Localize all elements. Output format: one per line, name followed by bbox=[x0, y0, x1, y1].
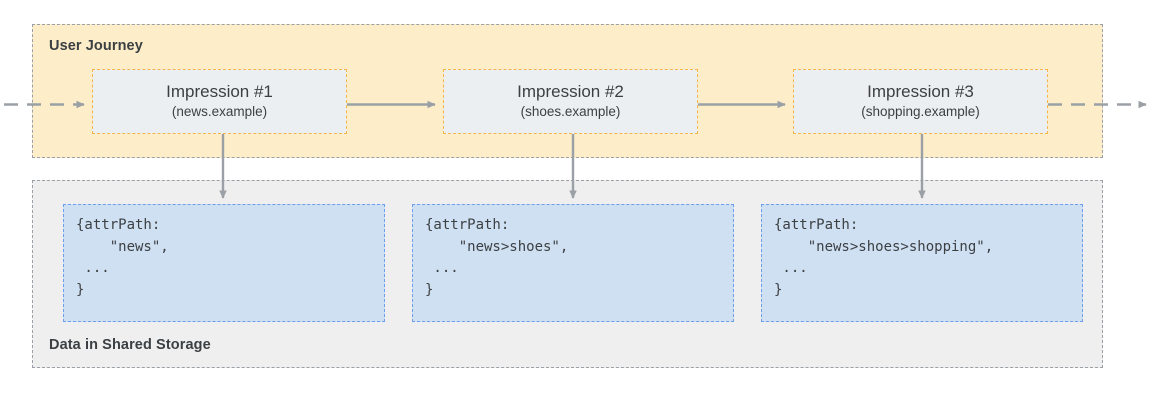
impression-box-2: Impression #2 (shoes.example) bbox=[443, 69, 698, 134]
shared-storage-label: Data in Shared Storage bbox=[49, 337, 211, 353]
storage-code-block: {attrPath: "news>shoes>shopping", ... } bbox=[774, 217, 994, 299]
storage-data-box-2: {attrPath: "news>shoes", ... } bbox=[412, 204, 734, 322]
storage-data-box-1: {attrPath: "news", ... } bbox=[63, 204, 385, 322]
impression-subtitle: (shopping.example) bbox=[861, 104, 980, 120]
impression-subtitle: (shoes.example) bbox=[520, 104, 621, 120]
storage-code-block: {attrPath: "news", ... } bbox=[76, 217, 169, 299]
impression-box-3: Impression #3 (shopping.example) bbox=[793, 69, 1048, 134]
storage-code-block: {attrPath: "news>shoes", ... } bbox=[425, 217, 569, 299]
impression-title: Impression #1 bbox=[166, 82, 273, 102]
storage-data-box-3: {attrPath: "news>shoes>shopping", ... } bbox=[761, 204, 1083, 322]
impression-box-1: Impression #1 (news.example) bbox=[92, 69, 347, 134]
impression-title: Impression #2 bbox=[517, 82, 624, 102]
impression-subtitle: (news.example) bbox=[171, 104, 268, 120]
impression-title: Impression #3 bbox=[867, 82, 974, 102]
user-journey-label: User Journey bbox=[49, 38, 143, 54]
